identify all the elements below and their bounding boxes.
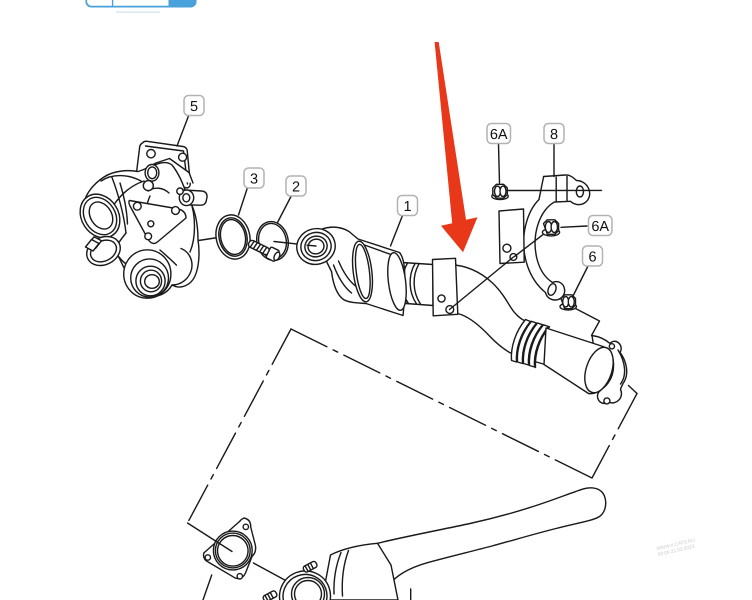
- svg-text:3: 3: [250, 171, 258, 187]
- svg-text:2: 2: [292, 179, 300, 195]
- svg-text:6: 6: [588, 249, 596, 265]
- svg-text:5: 5: [190, 99, 198, 115]
- svg-text:6A: 6A: [591, 219, 609, 235]
- svg-text:1: 1: [403, 199, 411, 215]
- svg-text:8: 8: [550, 127, 558, 143]
- svg-text:6A: 6A: [490, 127, 508, 143]
